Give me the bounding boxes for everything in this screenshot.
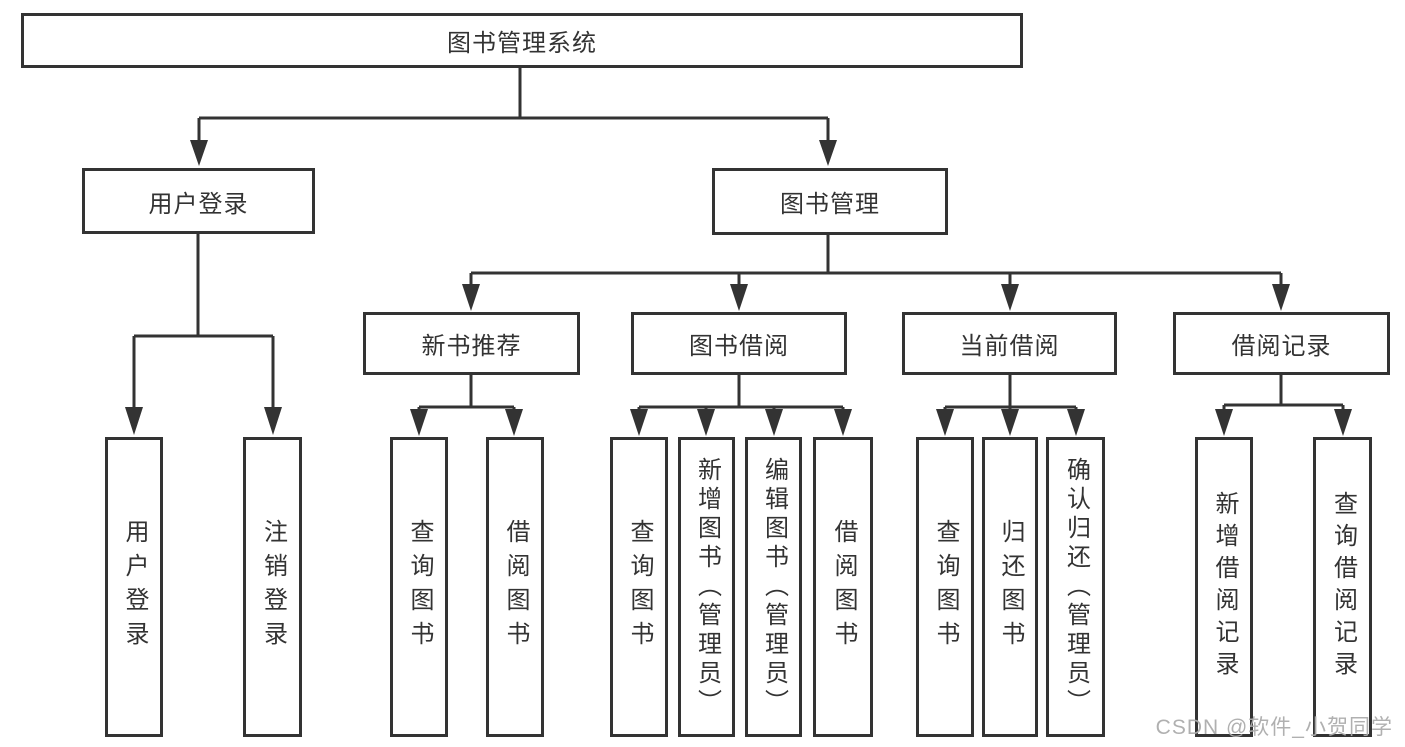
leaf-query-books-borrowing: 查询图书 (610, 437, 668, 737)
leaf-logout-label: 注销登录 (259, 519, 287, 655)
leaf-query-borrow-record-label: 查询借阅记录 (1329, 491, 1357, 683)
leaf-add-books-admin: 新增图书（管理员） (678, 437, 735, 737)
leaf-query-borrow-record: 查询借阅记录 (1313, 437, 1372, 737)
node-borrowing-records: 借阅记录 (1173, 312, 1390, 375)
leaf-add-borrow-record: 新增借阅记录 (1195, 437, 1253, 737)
leaf-logout: 注销登录 (243, 437, 302, 737)
leaf-edit-books-admin: 编辑图书（管理员） (745, 437, 802, 737)
leaf-borrow-books-recommend: 借阅图书 (486, 437, 544, 737)
node-book-management: 图书管理 (712, 168, 948, 235)
leaf-query-books-recommend-label: 查询图书 (406, 519, 433, 655)
leaf-confirm-return-admin: 确认归还（管理员） (1046, 437, 1105, 737)
leaf-edit-books-admin-label: 编辑图书（管理员） (760, 456, 788, 718)
leaf-borrow-books-label: 借阅图书 (830, 519, 857, 655)
node-user-login: 用户登录 (82, 168, 315, 234)
csdn-watermark: CSDN @软件_小贺同学 (1155, 716, 1393, 739)
node-new-book-recommend: 新书推荐 (363, 312, 580, 375)
leaf-return-books: 归还图书 (982, 437, 1038, 737)
leaf-query-books-current: 查询图书 (916, 437, 974, 737)
leaf-add-borrow-record-label: 新增借阅记录 (1211, 491, 1238, 683)
leaf-user-login: 用户登录 (105, 437, 163, 737)
leaf-confirm-return-admin-label: 确认归还（管理员） (1062, 456, 1090, 718)
node-book-borrowing: 图书借阅 (631, 312, 847, 375)
leaf-add-books-admin-label: 新增图书（管理员） (693, 456, 721, 718)
leaf-borrow-books-recommend-label: 借阅图书 (502, 519, 529, 655)
leaf-return-books-label: 归还图书 (997, 519, 1024, 655)
node-current-borrowing: 当前借阅 (902, 312, 1117, 375)
leaf-borrow-books: 借阅图书 (813, 437, 873, 737)
leaf-user-login-label: 用户登录 (121, 519, 148, 655)
leaf-query-books-current-label: 查询图书 (932, 519, 959, 655)
leaf-query-books-recommend: 查询图书 (390, 437, 448, 737)
leaf-query-books-borrowing-label: 查询图书 (626, 519, 653, 655)
node-root-library-management-system: 图书管理系统 (21, 13, 1023, 68)
